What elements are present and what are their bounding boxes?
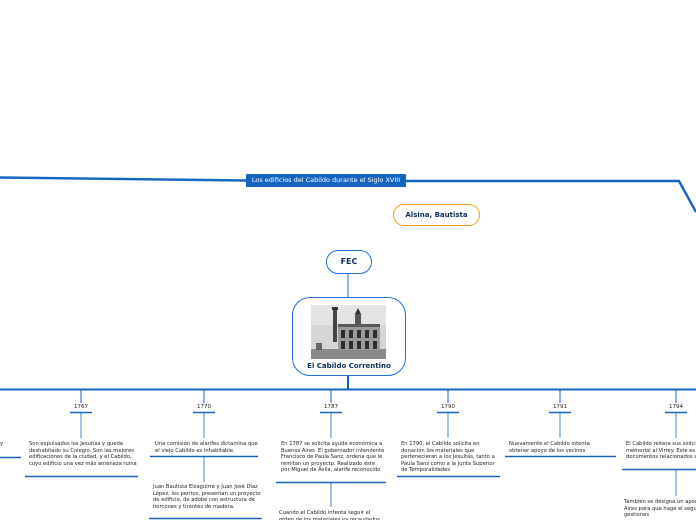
cabildo-photo <box>311 305 386 359</box>
topic-line-left <box>0 176 247 182</box>
alsina-node[interactable]: Alsina, Bautista <box>393 204 480 226</box>
fec-node[interactable]: FEC <box>326 250 372 274</box>
year-label[interactable]: 1787 <box>324 404 338 410</box>
year-label[interactable]: 1770 <box>197 404 211 410</box>
main-topic[interactable]: Los edificios del Cabildo durante el Sig… <box>246 174 406 187</box>
central-node[interactable]: El Cabildo Correntino <box>292 297 406 376</box>
timeline-note[interactable]: En 1790, el Cabildo solicita en donación… <box>401 441 495 474</box>
timeline-note[interactable]: Cuando el Cabildo intenta seguir el orde… <box>279 510 380 520</box>
cut-left-fragment[interactable]: y <box>0 441 4 447</box>
central-title: El Cabildo Correntino <box>307 362 391 370</box>
timeline-note[interactable]: Nuevamente el Cabildo intenta obtener ap… <box>509 441 590 454</box>
timeline-note[interactable]: Juan Bautista Elzaguirre y Juan José Día… <box>153 484 261 510</box>
timeline-note[interactable]: También se designa un apoderado en Bueno… <box>624 499 696 519</box>
year-label[interactable]: 1767 <box>74 404 88 410</box>
timeline-note[interactable]: Son expulsados los Jesuitas y queda desh… <box>29 441 137 467</box>
timeline-note[interactable]: En 1787 se solicita ayuda económica a Bu… <box>281 441 385 474</box>
topic-line-right <box>406 179 696 213</box>
year-label[interactable]: 1794 <box>669 404 683 410</box>
year-label[interactable]: 1790 <box>441 404 455 410</box>
timeline-note[interactable]: Una comisión de alarifes dictamina que e… <box>155 441 258 454</box>
timeline-note[interactable]: El Cabildo reitera sus solicitudes con u… <box>626 441 696 461</box>
year-label[interactable]: 1791 <box>553 404 567 410</box>
